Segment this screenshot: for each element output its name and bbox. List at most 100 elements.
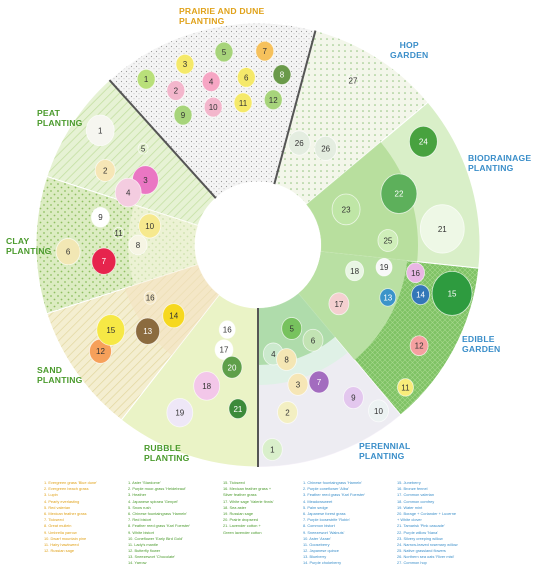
plant-shape — [308, 370, 330, 394]
plant-number: 6 — [311, 336, 316, 345]
plant-shape — [221, 355, 243, 379]
plant-blob: 8 — [276, 348, 297, 371]
plant-shape — [287, 372, 309, 396]
plant-blob: 18 — [193, 371, 221, 401]
plant-shape — [137, 142, 149, 155]
plant-blob: 6 — [302, 328, 324, 352]
plant-blob: 14 — [162, 303, 186, 329]
plant-blob: 3 — [175, 53, 195, 75]
plant-blob: 9 — [173, 104, 193, 126]
plant-shape — [331, 193, 361, 226]
legend-item: 8. Great mullein — [44, 523, 72, 529]
plant-blob: 10 — [368, 399, 389, 423]
legend-item: + White clover — [397, 517, 422, 523]
plant-number: 21 — [438, 225, 447, 234]
legend-item: 20. Prairie dropseed — [223, 517, 259, 523]
plant-shape — [96, 314, 126, 346]
legend-item: 25. Native grassland flowers — [397, 548, 446, 554]
plant-blob: 17 — [214, 339, 234, 360]
legend-item: 6. Chinese fountaingrass 'Hameln' — [128, 510, 188, 516]
plant-blob: 1 — [136, 68, 156, 90]
legend-item: 17. Common valerian — [397, 492, 434, 498]
plant-number: 27 — [349, 76, 358, 85]
plant-number: 14 — [416, 291, 425, 300]
legend-item: 18. Common comfrey — [397, 498, 435, 504]
zone-title-rubble: RUBBLE PLANTING — [144, 443, 190, 463]
plant-shape — [431, 270, 473, 316]
plant-number: 16 — [146, 294, 155, 303]
plant-blob: 15 — [431, 270, 473, 316]
legend-item: Silver feather grass — [223, 492, 257, 498]
plant-shape — [277, 401, 298, 424]
plant-blob: 19 — [166, 397, 194, 428]
plant-number: 7 — [263, 47, 268, 56]
plant-blob: 8 — [272, 64, 292, 85]
plant-number: 17 — [334, 300, 343, 309]
zone-title-sand: SAND PLANTING — [37, 365, 83, 385]
zone-title-clay: CLAY PLANTING — [6, 236, 52, 256]
plant-blob: 13 — [379, 288, 397, 307]
plant-shape — [302, 328, 324, 352]
plant-number: 2 — [174, 86, 179, 95]
plant-shape — [406, 262, 425, 284]
legend-item: 23. Silvery creeping willow — [397, 535, 443, 541]
plant-shape — [314, 135, 338, 161]
plant-blob: 25 — [377, 229, 399, 252]
legend-item: 11. Hairy hawkweed — [44, 541, 79, 547]
plant-shape — [55, 238, 81, 266]
legend-item: 20. Borage + Coriander + Lucerne — [397, 510, 457, 516]
plant-shape — [287, 130, 311, 156]
legend-item: 14. Purple chokeberry — [303, 560, 342, 566]
plant-blob: 5 — [137, 142, 149, 155]
legend-item: 15. Juneberry — [397, 480, 421, 485]
legend-item: 18. Sea aster — [223, 504, 247, 510]
plant-number: 19 — [175, 409, 184, 418]
plant-number: 11 — [114, 229, 123, 238]
plant-shape — [228, 398, 248, 420]
legend-item: 5. Snow rush — [128, 504, 151, 510]
plant-blob: 26 — [314, 135, 338, 161]
plant-number: 10 — [209, 103, 218, 112]
plant-shape — [138, 213, 162, 239]
plant-number: 8 — [280, 71, 285, 80]
plant-shape — [203, 96, 223, 118]
legend-item: 6. Japanese forest grass — [303, 510, 346, 516]
legend-item: 5. Palm sedge — [303, 504, 328, 510]
plant-shape — [408, 125, 438, 158]
plant-number: 13 — [143, 327, 152, 336]
plant-shape — [375, 258, 393, 277]
plant-shape — [397, 378, 414, 397]
center-hole — [195, 182, 321, 308]
plant-number: 22 — [395, 190, 404, 199]
plant-number: 20 — [228, 363, 237, 372]
plant-number: 1 — [98, 126, 103, 135]
plant-shape — [236, 67, 256, 88]
plant-blob: 12 — [263, 89, 283, 111]
plant-number: 12 — [96, 347, 105, 356]
plant-blob: 21 — [419, 204, 465, 254]
legend-column-dry-1: 1. Aster 'Stardome'2. Purple moor-grass … — [128, 480, 190, 567]
plant-number: 5 — [141, 145, 146, 154]
legend-item: 3. Feather reed grass 'Karl Foerster' — [303, 492, 366, 498]
plant-blob: 14 — [411, 284, 430, 306]
legend-item: 7. Purple loosestrife 'Robin' — [303, 517, 351, 523]
zone-title-perennial: PERENNIAL PLANTING — [359, 441, 411, 461]
plant-number: 16 — [411, 269, 420, 278]
plant-number: 9 — [351, 394, 356, 403]
plant-number: 5 — [289, 324, 294, 333]
plant-shape — [166, 80, 186, 101]
legend-item: 21. Lavender cotton + — [223, 523, 261, 529]
plant-shape — [261, 438, 283, 461]
plant-shape — [136, 68, 156, 90]
plant-shape — [272, 64, 292, 85]
plant-blob: 15 — [96, 314, 126, 346]
plant-shape — [411, 284, 430, 306]
legend-item: 1. Evergreen grass 'Blue dune' — [44, 480, 97, 485]
plant-blob: 16 — [406, 262, 425, 284]
plant-blob: 5 — [281, 317, 303, 340]
legend-item: 11. Lady's mantle — [128, 541, 159, 547]
legend-item: 16. Mexican feather grass + — [223, 486, 272, 492]
zone-title-peat: PEAT PLANTING — [37, 108, 83, 128]
legend-item: 11. Gooseberry — [303, 541, 330, 547]
